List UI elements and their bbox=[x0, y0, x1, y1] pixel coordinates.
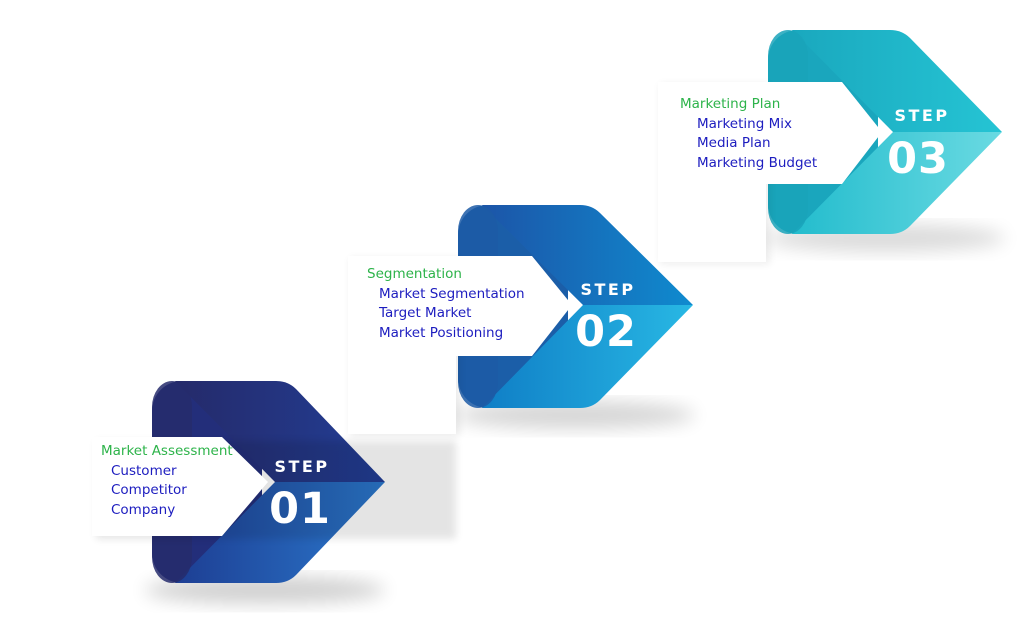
step-01-number: 01 bbox=[269, 484, 331, 534]
step-03-text: Marketing Plan Marketing Mix Media Plan … bbox=[680, 95, 817, 173]
step-01-label: STEP bbox=[274, 457, 330, 476]
step-01-text: Market Assessment Customer Competitor Co… bbox=[101, 442, 233, 520]
step-03-item: Media Plan bbox=[697, 135, 771, 151]
step-02-item: Target Market bbox=[379, 305, 472, 321]
step-03-shape bbox=[658, 30, 1005, 264]
step-03-heading: Marketing Plan bbox=[680, 96, 781, 112]
step-02-label: STEP bbox=[580, 280, 636, 299]
step-03-item: Marketing Mix bbox=[697, 115, 792, 132]
step-01-heading: Market Assessment bbox=[101, 443, 233, 459]
step-03-label: STEP bbox=[894, 106, 950, 125]
step-03-number: 03 bbox=[887, 134, 949, 184]
step-02-text: Segmentation Market Segmentation Target … bbox=[367, 265, 525, 343]
step-03-item: Marketing Budget bbox=[697, 154, 818, 171]
step-02-heading: Segmentation bbox=[367, 266, 462, 282]
step-01-item: Customer bbox=[111, 462, 177, 479]
step-02-shape bbox=[348, 205, 695, 436]
step-02-number: 02 bbox=[575, 307, 637, 357]
step-02-item: Market Positioning bbox=[379, 324, 504, 341]
step-01-item: Company bbox=[111, 501, 176, 518]
step-01-shape bbox=[92, 381, 456, 604]
step-02-item: Market Segmentation bbox=[379, 285, 525, 302]
step-01-item: Competitor bbox=[111, 482, 187, 498]
